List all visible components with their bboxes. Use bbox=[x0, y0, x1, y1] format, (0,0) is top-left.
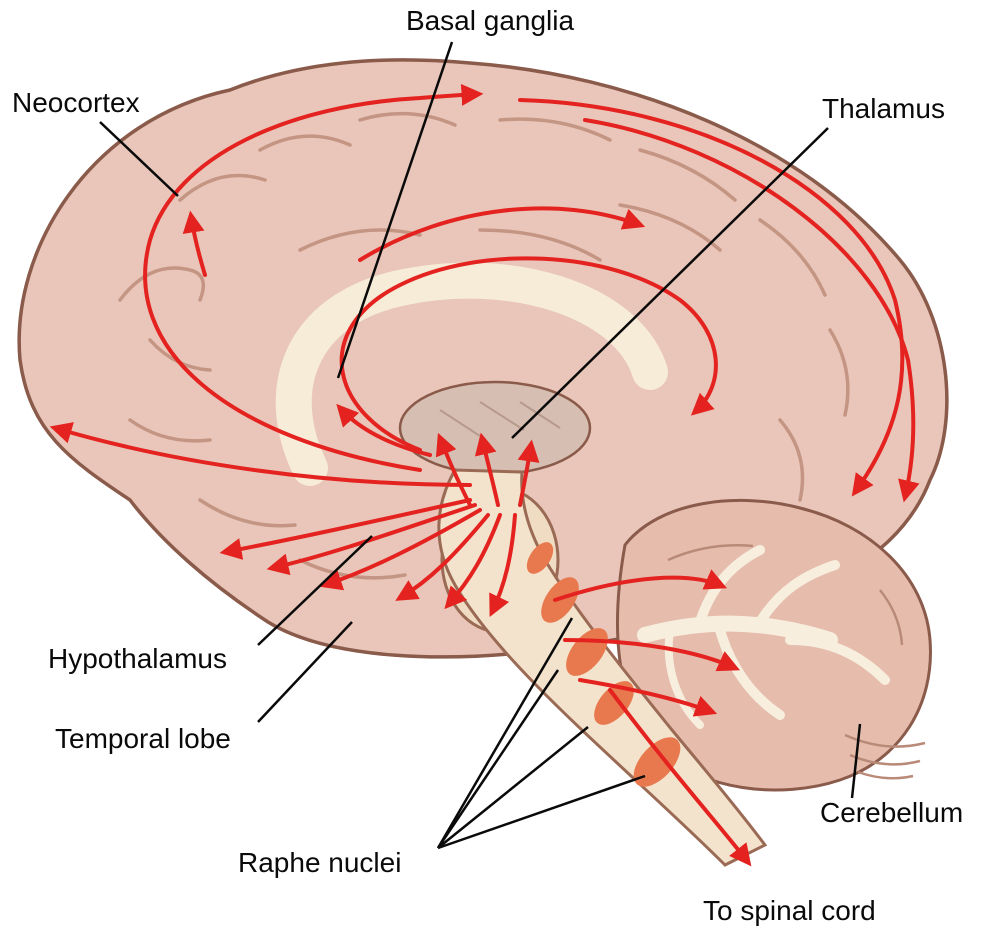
label-raphe-nuclei: Raphe nuclei bbox=[238, 847, 401, 878]
pointer-line-thalamus bbox=[511, 127, 829, 439]
pathway-arrow bbox=[435, 432, 472, 507]
pathway-arrow bbox=[395, 513, 490, 601]
pathway-arrow bbox=[563, 638, 741, 672]
pathway-arrow bbox=[583, 118, 920, 503]
label-neocortex: Neocortex bbox=[12, 87, 140, 118]
pathway-arrow bbox=[219, 498, 472, 560]
label-to-spinal-cord: To spinal cord bbox=[703, 895, 876, 926]
pointer-line-cerebellum bbox=[850, 723, 862, 799]
corpus-callosum-shape bbox=[275, 262, 668, 486]
pathway-arrow bbox=[182, 210, 207, 277]
pathway-arrow bbox=[358, 206, 646, 262]
pointer-line-raphe-1 bbox=[436, 617, 574, 849]
pathway-arrow bbox=[474, 432, 500, 507]
pathway-arrow bbox=[339, 256, 718, 452]
thalamus-shape bbox=[398, 380, 592, 476]
pathway-arrow bbox=[518, 98, 905, 497]
label-temporal-lobe: Temporal lobe bbox=[55, 723, 231, 754]
pointer-line-raphe-3 bbox=[437, 726, 589, 849]
pathway-arrow bbox=[553, 569, 728, 602]
pointer-line-raphe-4 bbox=[437, 774, 646, 850]
pointer-line-hypothalamus bbox=[257, 535, 373, 646]
label-basal-ganglia: Basal ganglia bbox=[406, 5, 575, 36]
pointer-line-basal-ganglia bbox=[336, 41, 454, 379]
label-thalamus: Thalamus bbox=[822, 93, 945, 124]
pathway-arrow bbox=[143, 83, 484, 472]
pathway-arrow-to-spinal-cord bbox=[608, 688, 752, 867]
pathway-arrow bbox=[517, 439, 540, 507]
pathway-arrow bbox=[578, 678, 718, 717]
pointer-line-raphe-2 bbox=[436, 669, 560, 849]
pathway-arrow bbox=[336, 403, 432, 457]
label-cerebellum: Cerebellum bbox=[820, 797, 963, 828]
serotonergic-pathways bbox=[49, 83, 920, 867]
thalamus-hatching bbox=[439, 401, 561, 437]
pathway-arrow bbox=[444, 513, 502, 610]
label-hypothalamus: Hypothalamus bbox=[48, 643, 227, 674]
pathway-arrow bbox=[49, 422, 472, 487]
pointer-line-neocortex bbox=[99, 121, 179, 197]
pointer-line-temporal-lobe bbox=[257, 621, 353, 723]
pathway-arrow bbox=[319, 508, 482, 591]
pathway-arrow bbox=[489, 513, 517, 617]
pointer-lines bbox=[99, 41, 862, 850]
